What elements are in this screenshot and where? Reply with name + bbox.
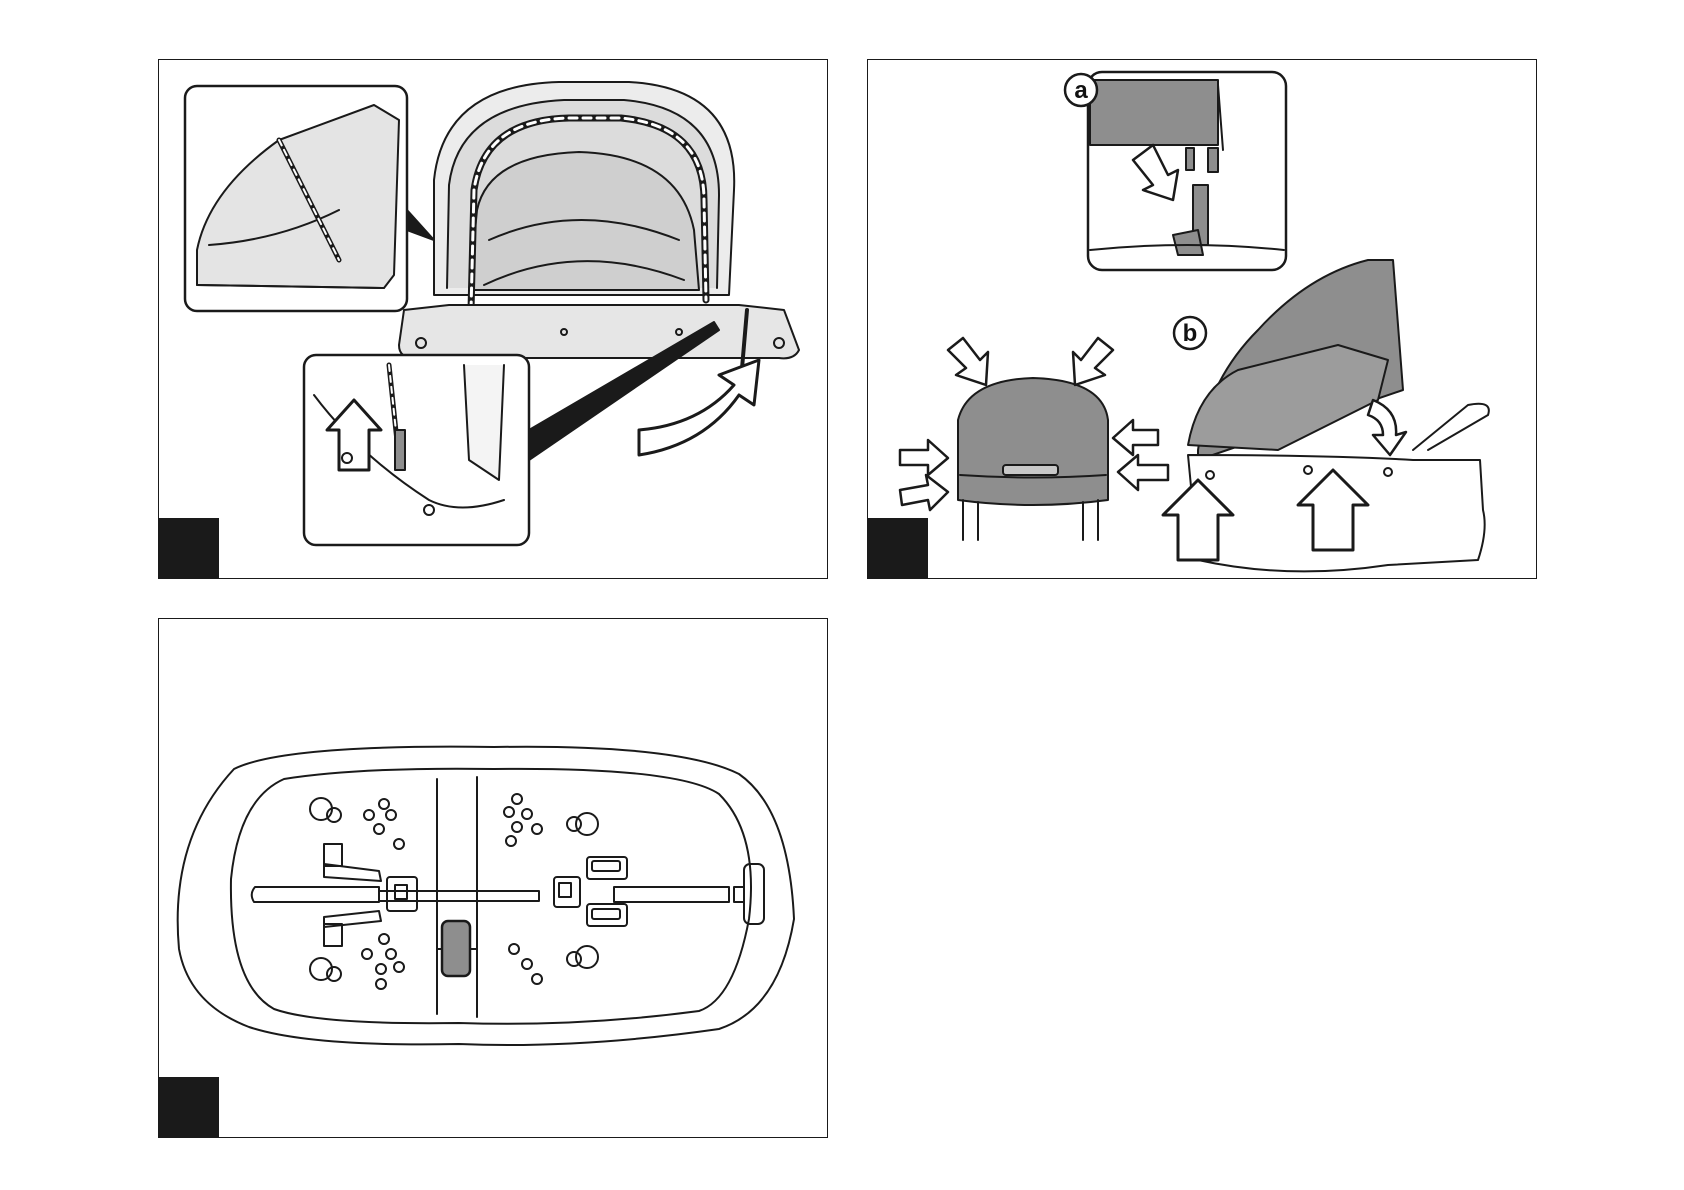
illustration-carrycot-attach: a b (868, 60, 1537, 579)
illustration-carrycot-underside (159, 619, 828, 1138)
panel-canopy-frame-insertion (158, 59, 828, 579)
panel-carrycot-underside (158, 618, 828, 1138)
callout-b-label: b (1183, 320, 1198, 347)
step-number-badge (159, 518, 219, 578)
callout-a-label: a (1074, 77, 1088, 104)
step-number-badge (159, 1077, 219, 1137)
illustration-canopy-frame (159, 60, 828, 579)
panel-carrycot-canopy-attachment: a b (867, 59, 1537, 579)
step-number-badge (868, 518, 928, 578)
